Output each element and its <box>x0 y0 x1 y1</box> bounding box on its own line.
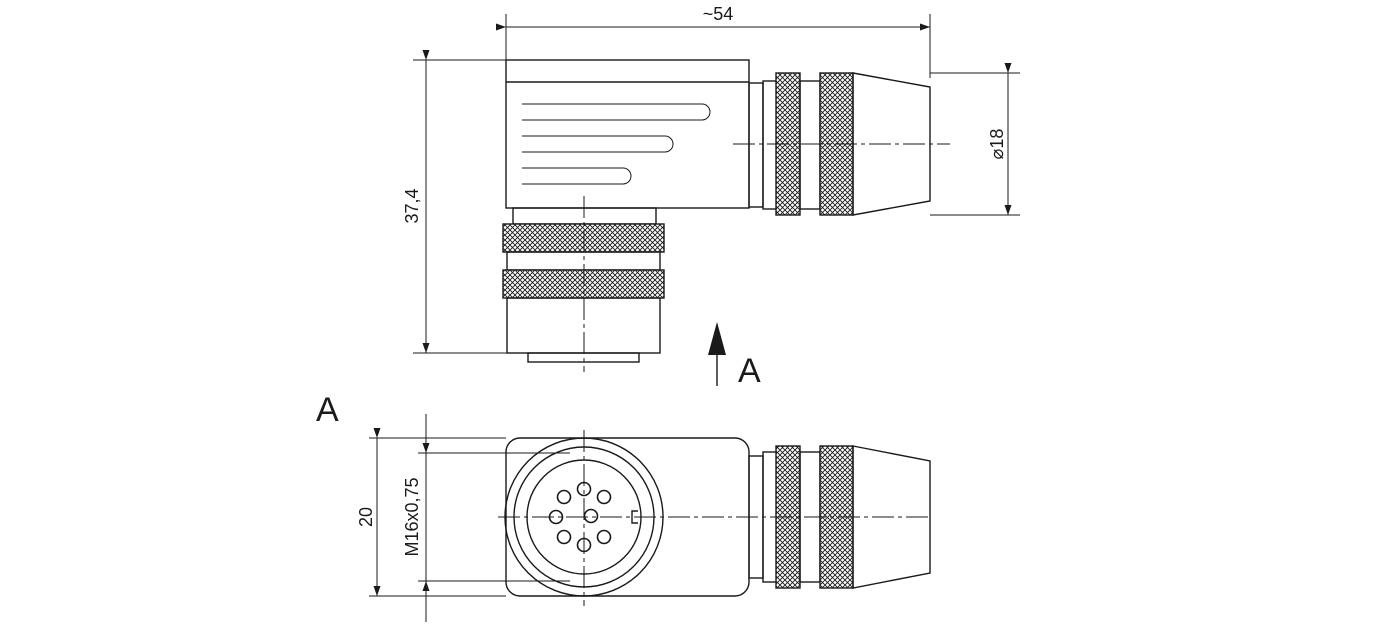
dimension-thread: M16x0,75 <box>402 414 570 622</box>
contact-pin <box>596 489 612 505</box>
overall-height-label: 37,4 <box>402 188 422 223</box>
contact-pin <box>556 489 572 505</box>
view-arrow: A <box>708 322 761 390</box>
cable-diameter-label: ⌀18 <box>987 129 1007 160</box>
angled-housing <box>505 59 750 209</box>
grip-groove-bottom <box>522 167 632 185</box>
side-view: ~54 37,4 ⌀18 A <box>402 4 1020 390</box>
dimension-overall-length: ~54 <box>496 4 931 78</box>
body-width-label: 20 <box>356 507 376 527</box>
grip-groove-middle <box>522 135 674 153</box>
contact-pin <box>596 529 612 545</box>
cable-diameter-value: 18 <box>987 129 1007 149</box>
thread-label: M16x0,75 <box>402 477 422 556</box>
dimension-overall-height: 37,4 <box>402 50 528 354</box>
diameter-symbol: ⌀ <box>987 148 1007 159</box>
grip-groove-top <box>522 103 711 121</box>
cable-gland <box>852 72 931 216</box>
contact-pin <box>556 529 572 545</box>
dimension-body-width: 20 <box>356 428 506 597</box>
overall-length-label: ~54 <box>703 4 734 24</box>
contact-pin <box>583 508 599 524</box>
view-arrow-label: A <box>738 352 761 390</box>
dimension-cable-diameter: ⌀18 <box>930 63 1020 216</box>
view-title: A <box>316 391 339 429</box>
view-A: A <box>316 391 931 622</box>
